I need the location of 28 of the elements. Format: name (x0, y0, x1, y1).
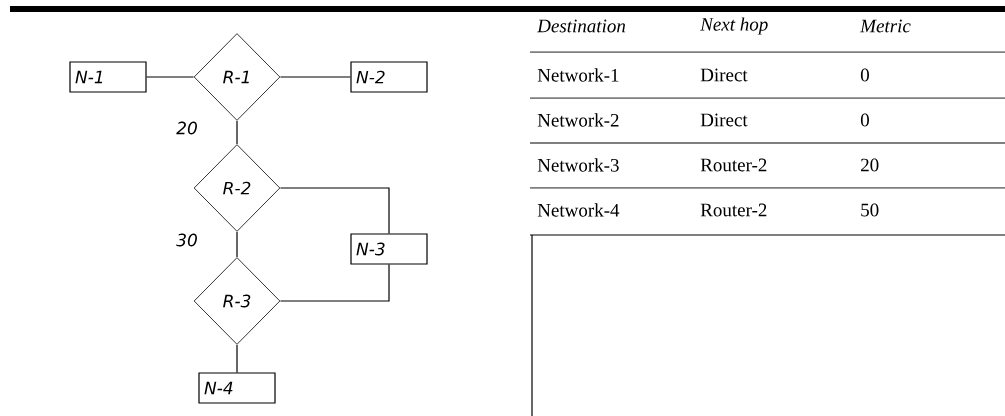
table-cell-text: 0 (860, 113, 869, 127)
edge-label: 20 (175, 120, 199, 136)
table-cell-text: Router-2 (700, 158, 767, 172)
edge-label: 30 (175, 232, 199, 248)
connector-line (279, 264, 390, 302)
network-box: N-1 (69, 61, 147, 93)
connector-line (236, 231, 238, 258)
table-cell-text: Router-2 (700, 203, 767, 217)
table-cell-text: 50 (861, 203, 879, 217)
connector-line (279, 187, 390, 234)
network-box: N-3 (350, 233, 428, 265)
network-box: N-4 (198, 372, 276, 404)
network-box: N-2 (350, 61, 428, 93)
column-header: Destination (537, 19, 626, 33)
table-cell-text: Network-4 (537, 203, 620, 217)
column-header: Next hop (700, 17, 768, 35)
table-cell-text: Direct (700, 113, 748, 127)
table-cell-text: Network-3 (537, 158, 619, 172)
connector-line (279, 76, 351, 78)
table-cell-text: 20 (861, 158, 879, 172)
table-cell-text: Network-2 (537, 113, 619, 127)
column-header: Metric (860, 19, 911, 33)
connector-line (236, 344, 238, 373)
table-cell-text: Direct (700, 68, 748, 82)
table-cell-text: Network-1 (537, 68, 619, 82)
table-cell-text: 0 (860, 68, 869, 82)
connector-line (146, 76, 195, 78)
connector-line (236, 120, 238, 145)
